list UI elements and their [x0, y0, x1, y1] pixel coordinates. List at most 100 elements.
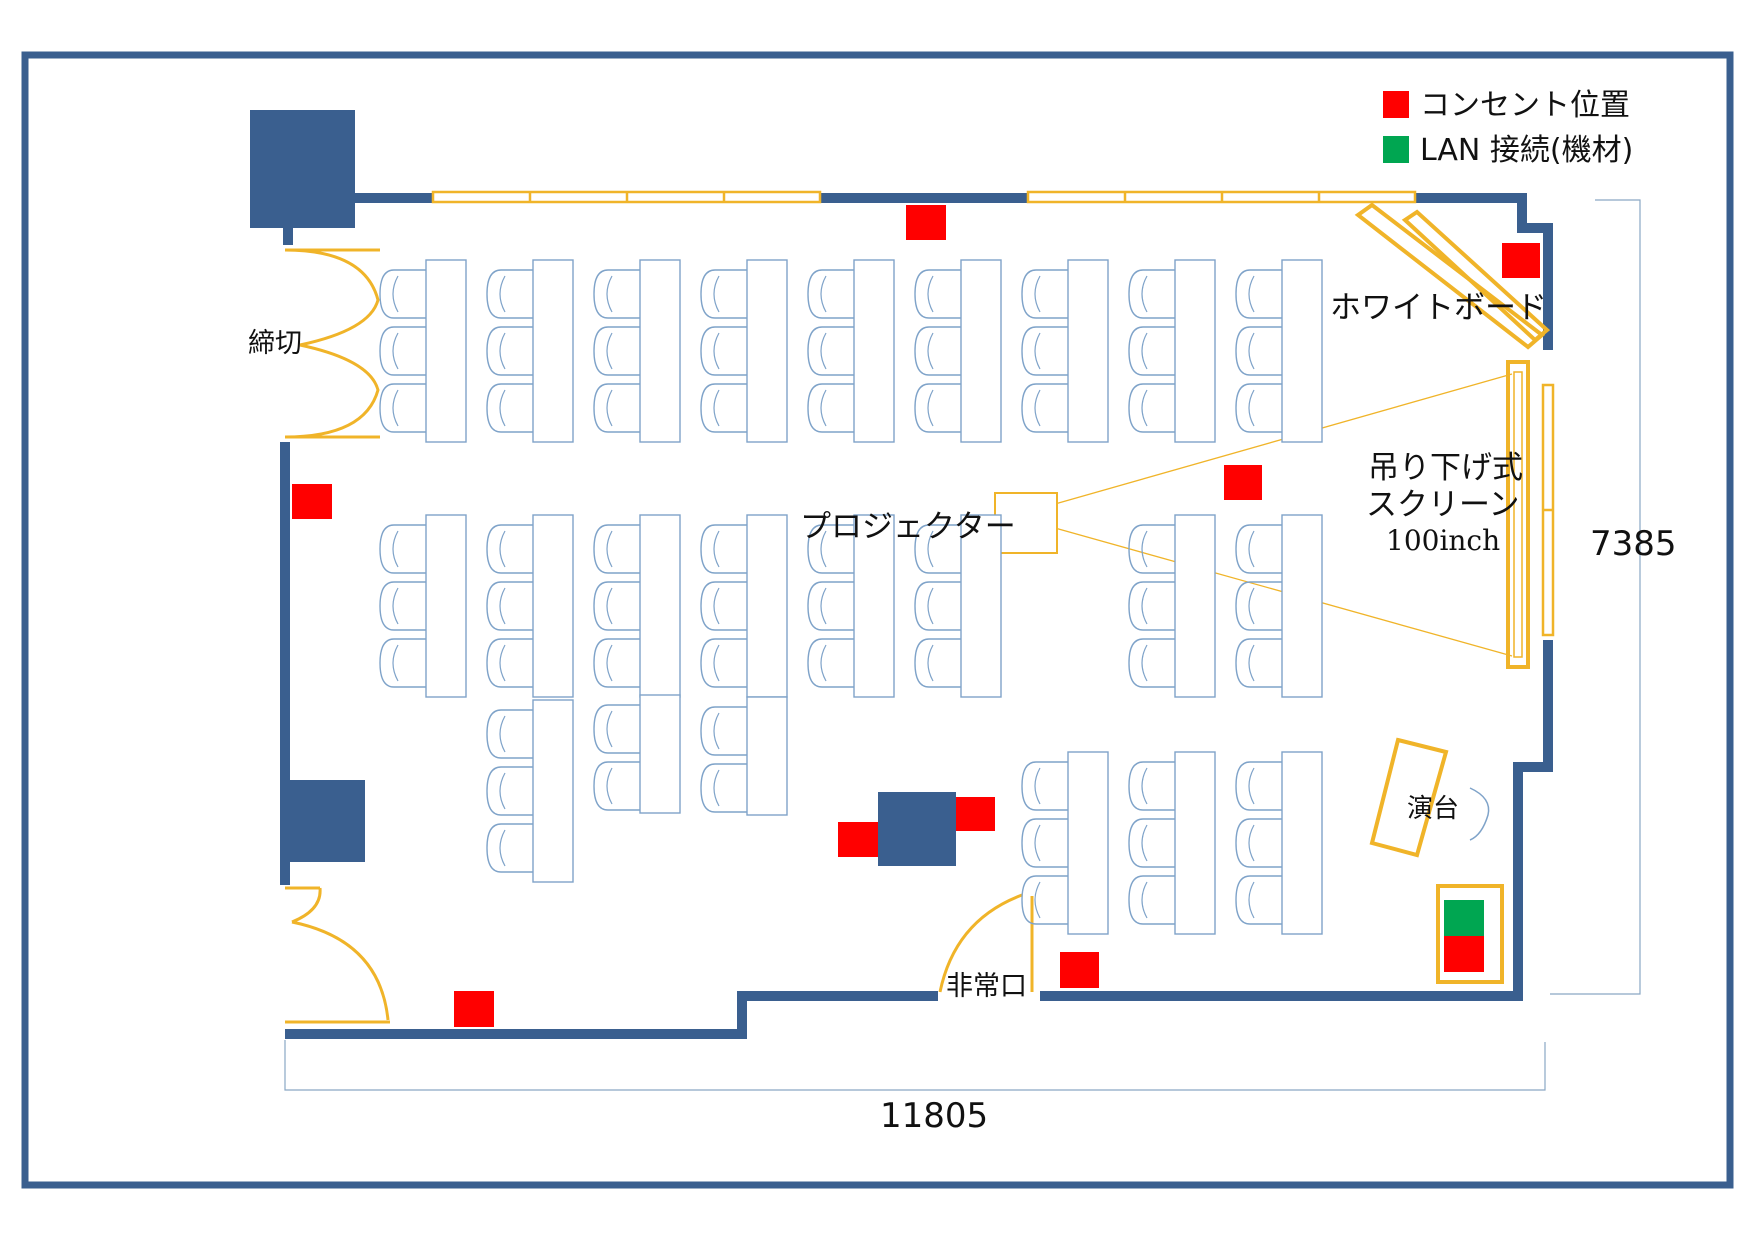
desk	[425, 259, 467, 443]
door-emergency	[938, 893, 1034, 993]
chair-back	[1248, 389, 1255, 427]
chair	[486, 269, 533, 319]
chair-back	[1141, 389, 1148, 427]
chair	[1128, 875, 1175, 925]
chair	[593, 383, 640, 433]
chair	[593, 269, 640, 319]
width-dimension-line	[284, 1040, 1546, 1091]
chair	[486, 383, 533, 433]
chair-back	[713, 389, 720, 427]
chair-back	[1248, 587, 1255, 625]
chair	[593, 326, 640, 376]
chair	[1128, 818, 1175, 868]
chair-back	[499, 275, 506, 313]
chair-back	[1248, 644, 1255, 682]
chair-back	[820, 530, 827, 568]
desk	[1067, 259, 1109, 443]
chair-back	[606, 587, 613, 625]
chair	[1128, 326, 1175, 376]
desk	[639, 694, 681, 814]
desk	[425, 514, 467, 698]
chair	[1235, 638, 1282, 688]
chair	[1128, 524, 1175, 574]
chair	[486, 524, 533, 574]
chair	[1021, 383, 1068, 433]
chair	[807, 524, 854, 574]
desk	[1174, 514, 1216, 698]
chair-back	[1248, 332, 1255, 370]
chair-back	[820, 389, 827, 427]
desk	[532, 259, 574, 443]
chair	[700, 581, 747, 631]
chair-back	[1034, 824, 1041, 862]
chair-back	[1248, 530, 1255, 568]
chair	[914, 326, 961, 376]
chair	[593, 704, 640, 754]
chair-back	[713, 712, 720, 750]
chair	[1235, 524, 1282, 574]
chair-back	[713, 530, 720, 568]
chair-back	[713, 587, 720, 625]
chair-back	[499, 332, 506, 370]
screen-size-label: 100inch	[1386, 524, 1500, 557]
chair	[700, 326, 747, 376]
desk	[853, 514, 895, 698]
chair-back	[392, 530, 399, 568]
chair	[914, 383, 961, 433]
chair-back	[1034, 332, 1041, 370]
chair	[486, 766, 533, 816]
chair-back	[606, 530, 613, 568]
chair	[1235, 326, 1282, 376]
chair-back	[1034, 275, 1041, 313]
desk	[1067, 751, 1109, 935]
projector-label: プロジェクター	[800, 509, 1016, 545]
chair-back	[1141, 275, 1148, 313]
chair-back	[927, 644, 934, 682]
chair-back	[499, 772, 506, 810]
chair	[486, 709, 533, 759]
whiteboard	[1354, 202, 1551, 350]
desk	[639, 259, 681, 443]
chair	[379, 326, 426, 376]
legend-outlet-swatch	[1383, 91, 1409, 118]
desk	[746, 259, 788, 443]
chair	[379, 383, 426, 433]
chair-back	[1248, 881, 1255, 919]
chair	[379, 269, 426, 319]
chair	[807, 269, 854, 319]
depth-dimension-label: 7385	[1590, 524, 1677, 564]
chair	[593, 524, 640, 574]
chair	[1021, 326, 1068, 376]
chair-back	[713, 644, 720, 682]
chair-back	[392, 587, 399, 625]
desk	[1174, 751, 1216, 935]
chair-back	[1248, 275, 1255, 313]
chair-back	[1248, 767, 1255, 805]
podium	[1369, 737, 1490, 858]
desk	[1281, 751, 1323, 935]
windows-top-left	[431, 190, 822, 204]
chair-back	[1248, 824, 1255, 862]
wall-columns	[250, 110, 956, 866]
desk	[746, 514, 788, 698]
windows-right	[1541, 383, 1555, 637]
desk	[532, 699, 574, 883]
chair	[700, 383, 747, 433]
chair	[593, 638, 640, 688]
depth-dimension-line	[1550, 199, 1641, 995]
chair-back	[1141, 881, 1148, 919]
chair-back	[820, 275, 827, 313]
chair	[486, 823, 533, 873]
chair	[486, 581, 533, 631]
chair	[1128, 761, 1175, 811]
chair-back	[820, 644, 827, 682]
desk	[746, 696, 788, 816]
chair	[1235, 383, 1282, 433]
chair	[807, 383, 854, 433]
chair-back	[927, 275, 934, 313]
chair	[1021, 818, 1068, 868]
podium-label: 演台	[1407, 794, 1459, 824]
whiteboard-label: ホワイトボード	[1330, 290, 1547, 326]
chair	[914, 524, 961, 574]
